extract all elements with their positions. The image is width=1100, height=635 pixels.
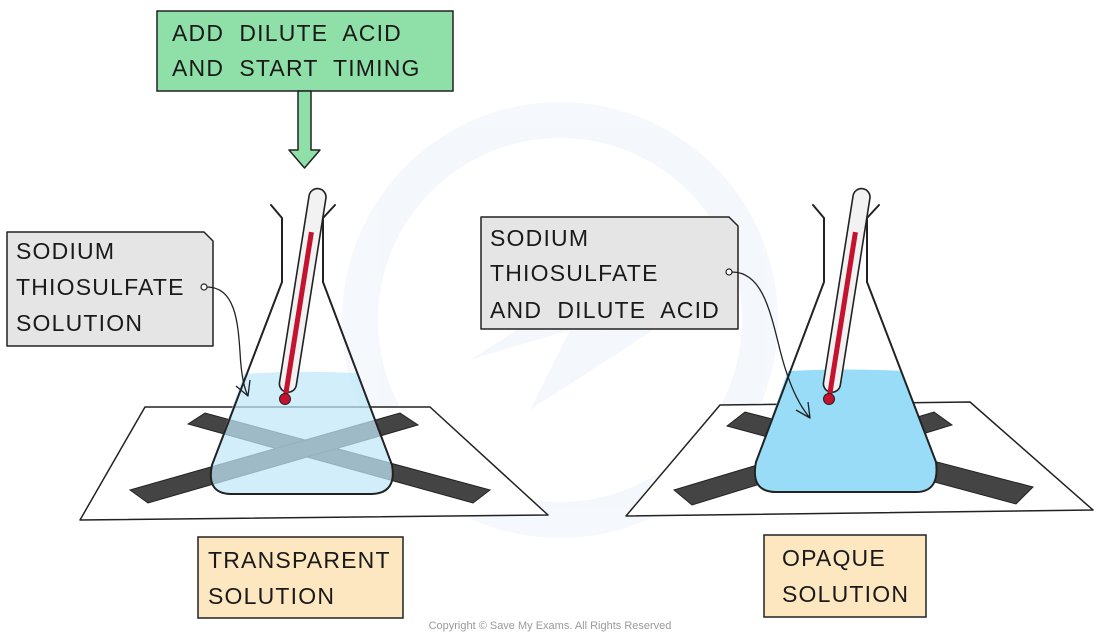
- copyright-notice: Copyright © Save My Exams. All Rights Re…: [429, 620, 672, 632]
- right-flask-liquid: [755, 369, 937, 492]
- left-result-box: [197, 536, 404, 619]
- left-callout-line-2: THIOSULFATE: [16, 274, 185, 300]
- right-result-line-2: SOLUTION: [782, 581, 909, 607]
- left-result-line-1: TRANSPARENT: [208, 547, 391, 573]
- left-result-line-2: SOLUTION: [208, 583, 335, 609]
- left-result-label: TRANSPARENT SOLUTION: [197, 536, 404, 619]
- right-substance-callout: SODIUM THIOSULFATE AND DILUTE ACID: [480, 216, 811, 419]
- instruction-box: [156, 10, 454, 92]
- right-callout-line-2: THIOSULFATE: [490, 260, 659, 286]
- instruction-line-1: ADD DILUTE ACID: [172, 20, 402, 46]
- right-callout-line-3: AND DILUTE ACID: [490, 297, 720, 323]
- left-setup: [79, 187, 549, 521]
- left-callout-line-3: SOLUTION: [16, 310, 143, 336]
- instruction-line-2: AND START TIMING: [172, 55, 421, 81]
- right-result-line-1: OPAQUE: [782, 545, 886, 571]
- left-substance-callout: SODIUM THIOSULFATE SOLUTION: [6, 231, 251, 397]
- right-callout-box: [480, 216, 739, 330]
- watermark-logo: [342, 102, 778, 538]
- left-callout-box: [6, 231, 214, 347]
- left-leader-arrowhead: [235, 379, 251, 397]
- right-leader-line: [731, 271, 811, 419]
- right-callout-line-1: SODIUM: [490, 225, 589, 251]
- conical-flask-icon: [754, 204, 938, 493]
- instruction-callout: ADD DILUTE ACID AND START TIMING: [156, 10, 454, 169]
- left-callout-line-1: SODIUM: [16, 238, 115, 264]
- thermometer-icon: [822, 187, 871, 405]
- right-result-label: OPAQUE SOLUTION: [763, 534, 927, 618]
- left-flask-liquid: [210, 371, 393, 494]
- left-leader-line: [206, 286, 249, 397]
- right-setup: [625, 187, 1094, 517]
- right-leader-arrowhead: [795, 401, 811, 419]
- arrow-down-icon: [288, 90, 321, 169]
- conical-flask-icon: [209, 204, 394, 495]
- left-leader-dot: [200, 283, 208, 291]
- right-result-box: [763, 534, 927, 618]
- right-leader-dot: [725, 268, 733, 276]
- thermometer-icon: [278, 187, 327, 405]
